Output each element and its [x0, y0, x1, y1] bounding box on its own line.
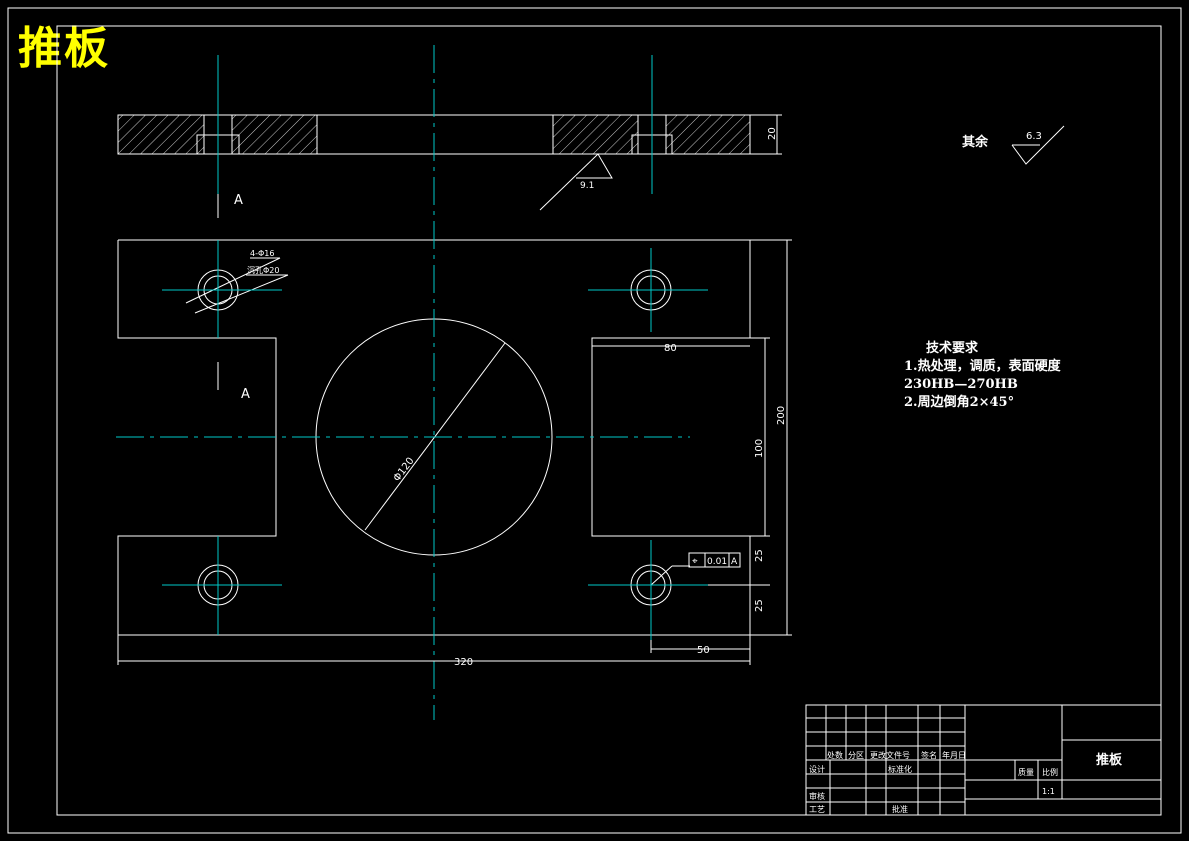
dim-thickness: 20 — [767, 127, 778, 140]
roughness-rest-value: 6.3 — [1026, 131, 1042, 142]
tech-line-2: 230HB—270HB — [904, 377, 1018, 392]
tb-approve: 批准 — [892, 804, 908, 814]
roughness-rest: 其余 6.3 — [962, 125, 1065, 165]
tb-row-label-5: 年月日 — [942, 750, 966, 760]
tolerance-symbol: ⌖ — [692, 556, 698, 567]
roughness-rest-label: 其余 — [962, 134, 989, 150]
hole-callout-1: 4-Φ16 — [250, 249, 274, 258]
dim-diameter: Φ120 — [392, 456, 417, 484]
center-lines — [116, 45, 708, 720]
section-mark-a-bottom: A — [241, 387, 250, 402]
dim-overall-width: 320 — [454, 657, 473, 668]
tb-row-label-2: 分区 — [848, 751, 864, 760]
dim-hole-offset-x: 50 — [697, 645, 710, 656]
tb-scale-value: 1:1 — [1042, 787, 1055, 796]
tb-process: 工艺 — [809, 805, 825, 814]
dimensions: 80 100 200 25 25 50 320 — [117, 239, 792, 668]
tech-requirements: 技术要求 1.热处理，调质，表面硬度 230HB—270HB 2.周边倒角2×4… — [904, 340, 1061, 412]
outer-border — [7, 7, 1182, 834]
tb-weight: 质量 — [1018, 767, 1034, 777]
roughness-value: 9.1 — [580, 181, 594, 191]
tolerance-frame: ⌖ 0.01 A — [688, 552, 741, 568]
tb-row-label-1: 处数 — [827, 750, 843, 760]
dim-overall-height: 200 — [776, 406, 787, 425]
tb-review: 审核 — [809, 791, 825, 801]
dim-hole-offset-y1: 25 — [754, 549, 765, 562]
tech-line-3: 2.周边倒角2×45° — [904, 395, 1015, 410]
section-mark-a-top: A — [234, 193, 243, 208]
tolerance-datum: A — [731, 557, 738, 567]
dim-slot-width: 80 — [664, 343, 677, 354]
tb-row-label-4: 签名 — [921, 750, 937, 760]
drawing-title: 推板 — [18, 23, 110, 74]
dim-hole-offset-y2: 25 — [754, 599, 765, 612]
title-block: 处数 分区 更改文件号 签名 年月日 设计 标准化 审核 工艺 批准 质量 比例… — [805, 704, 1162, 816]
tech-heading: 技术要求 — [926, 341, 979, 356]
hole-callout-2: 沉孔Φ20 — [247, 266, 279, 275]
tb-standardize: 标准化 — [888, 764, 912, 774]
tb-design: 设计 — [809, 764, 825, 774]
tb-scale-label: 比例 — [1042, 767, 1058, 777]
inner-border — [56, 25, 1162, 816]
tech-line-1: 1.热处理，调质，表面硬度 — [904, 359, 1061, 374]
tolerance-value: 0.01 — [707, 557, 727, 567]
dim-slot-height: 100 — [754, 439, 765, 458]
tb-part-name: 推板 — [1096, 752, 1123, 768]
tb-row-label-3: 更改文件号 — [870, 750, 910, 760]
